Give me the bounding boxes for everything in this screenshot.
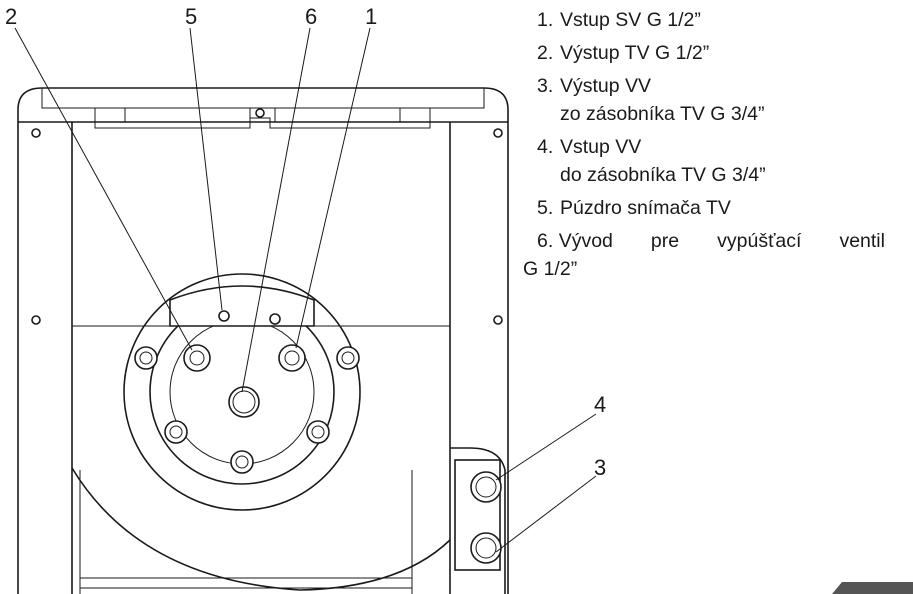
connection-fittings	[183, 310, 306, 418]
side-fittings	[450, 447, 506, 594]
legend-list: 1. Vstup SV G 1/2” 2. Výstup TV G 1/2” 3. V…	[523, 6, 907, 288]
callout-leaders	[14, 27, 597, 553]
legend-item: 3. Výstup VV zo zásobníka TV G 3/4”	[537, 72, 907, 128]
legend-item: 6. Vývod pre vypúšťací ventil G 1/2”	[523, 227, 907, 283]
legend-justified-line: 6. Vývod pre vypúšťací ventil	[537, 227, 885, 255]
legend-word: pre	[650, 230, 680, 252]
legend-text: Výstup VV	[560, 75, 652, 97]
legend-number: 5.	[537, 197, 554, 219]
legend-number: 6.	[537, 230, 554, 252]
legend-item: 1. Vstup SV G 1/2”	[537, 6, 907, 34]
flange-bolts	[134, 346, 360, 474]
callout-4: 4	[594, 392, 606, 417]
corner-element	[832, 582, 913, 594]
callout-3: 3	[594, 455, 606, 480]
bottom-rail	[79, 577, 413, 589]
callout-1: 1	[365, 4, 377, 29]
legend-text-continued: zo zásobníka TV G 3/4”	[560, 103, 765, 125]
legend-item: 2. Výstup TV G 1/2”	[537, 39, 907, 67]
legend-text-continued: do zásobníka TV G 3/4”	[560, 164, 766, 186]
legend-number: 4.	[537, 136, 554, 158]
legend-number: 2.	[537, 42, 554, 64]
tank-body	[71, 467, 451, 594]
legend-text-wrap: G 1/2”	[523, 258, 578, 280]
legend-text: Vstup VV	[560, 136, 642, 158]
legend-text: Púzdro snímača TV	[560, 197, 731, 219]
callout-6: 6	[305, 4, 317, 29]
legend-word: Vývod	[558, 230, 613, 252]
legend-number: 1.	[537, 9, 554, 31]
legend-number-and-word: 6. Vývod	[537, 227, 613, 255]
legend-item: 4. Vstup VV do zásobníka TV G 3/4”	[537, 133, 907, 189]
legend-word: ventil	[839, 230, 885, 252]
legend-item: 5. Púzdro snímača TV	[537, 194, 907, 222]
legend-number: 3.	[537, 75, 554, 97]
legend-text: Vstup SV G 1/2”	[560, 9, 701, 31]
callout-5: 5	[185, 4, 197, 29]
boiler-cabinet	[17, 87, 509, 594]
legend-word: vypúšťací	[717, 230, 802, 252]
cabinet-screws	[31, 108, 503, 325]
callout-2: 2	[5, 4, 17, 29]
legend-text: Výstup TV G 1/2”	[560, 42, 710, 64]
